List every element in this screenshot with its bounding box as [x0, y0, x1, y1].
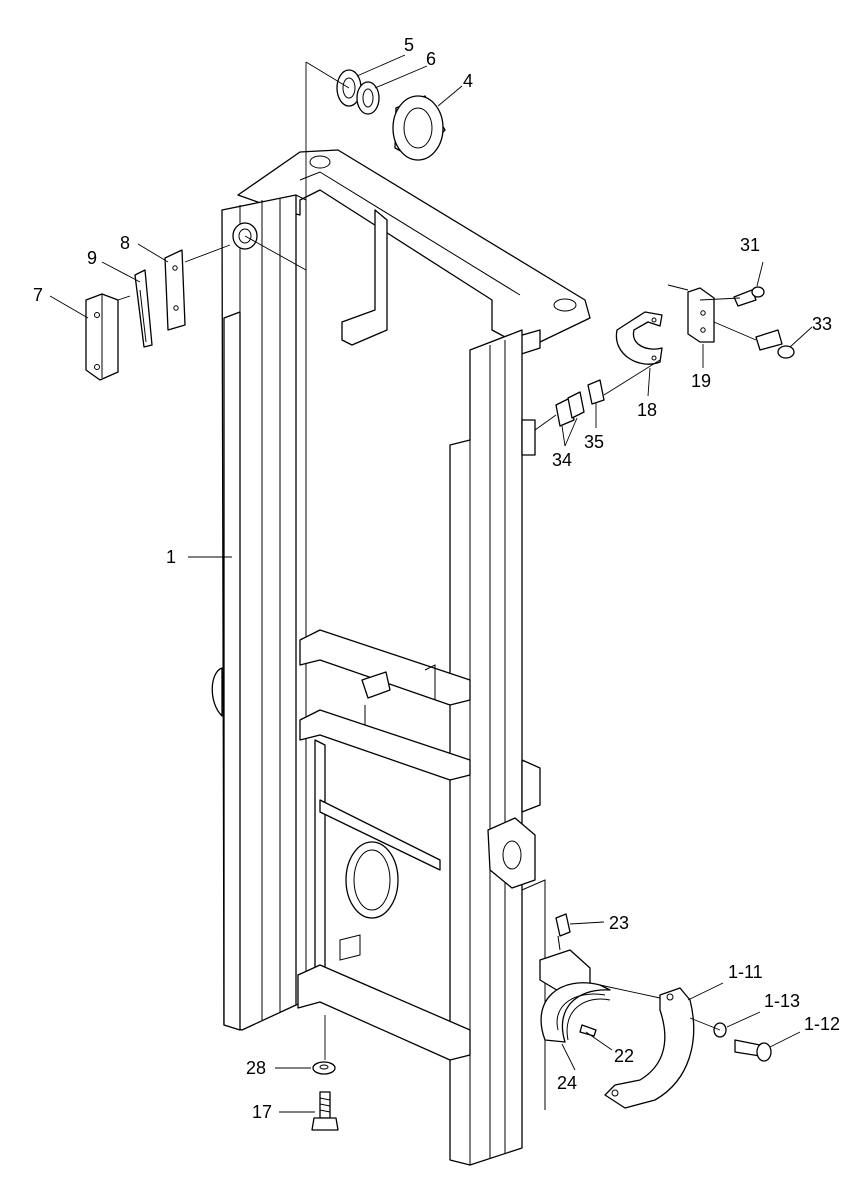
- shim-6: [356, 81, 380, 115]
- callout-1-12: 1-12: [804, 1014, 840, 1034]
- hose-clamp-parts: [534, 284, 795, 431]
- left-small-parts: [85, 244, 231, 381]
- callout-9: 9: [87, 248, 97, 268]
- inner-frame: [297, 209, 471, 1061]
- shim-35: [587, 379, 605, 405]
- callout-23: 23: [609, 913, 629, 933]
- callout-24: 24: [557, 1073, 577, 1093]
- callout-8: 8: [120, 233, 130, 253]
- bush-24: [540, 982, 611, 1043]
- callout-5: 5: [404, 35, 414, 55]
- callout-19: 19: [691, 371, 711, 391]
- plate-8: [164, 249, 186, 331]
- callout-22: 22: [614, 1046, 634, 1066]
- bottom-fasteners: [311, 1015, 339, 1131]
- clamp-18: [615, 311, 663, 365]
- callout-6: 6: [426, 49, 436, 69]
- washer-28: [312, 1061, 336, 1075]
- bearing-4: [392, 95, 444, 161]
- callout-1: 1: [166, 547, 176, 567]
- right-upright: [449, 329, 546, 1166]
- callout-28: 28: [246, 1058, 266, 1078]
- callout-35: 35: [584, 432, 604, 452]
- pin-22: [579, 1024, 597, 1037]
- bolt-31: [733, 289, 757, 307]
- bracket-19: [687, 287, 715, 343]
- callout-33: 33: [812, 314, 832, 334]
- left-side-roller: [211, 667, 223, 717]
- tilt-boss: [487, 759, 541, 889]
- left-upright: [221, 194, 307, 1031]
- bolt-1-12: [734, 1039, 761, 1057]
- shim-9: [134, 269, 153, 348]
- bearing-assembly: [305, 61, 446, 270]
- callout-1-11: 1-11: [728, 962, 763, 982]
- callout-18: 18: [637, 400, 657, 420]
- tilt-cap-parts: [539, 913, 772, 1109]
- callout-17: 17: [252, 1102, 272, 1122]
- bolt-33: [755, 329, 783, 351]
- callout-34: 34: [552, 450, 572, 470]
- callout-leaders: [49, 54, 813, 1113]
- callout-labels: 1 5 6 4 7 8 9 31 33 19 18 35 34 23 22 24…: [33, 35, 840, 1122]
- callout-1-13: 1-13: [764, 991, 800, 1011]
- callout-4: 4: [463, 71, 473, 91]
- roller-stub: [232, 222, 307, 271]
- grease-nipple-23: [555, 913, 571, 937]
- callout-7: 7: [33, 285, 43, 305]
- callout-31: 31: [740, 235, 760, 255]
- cap-1-11: [604, 987, 695, 1109]
